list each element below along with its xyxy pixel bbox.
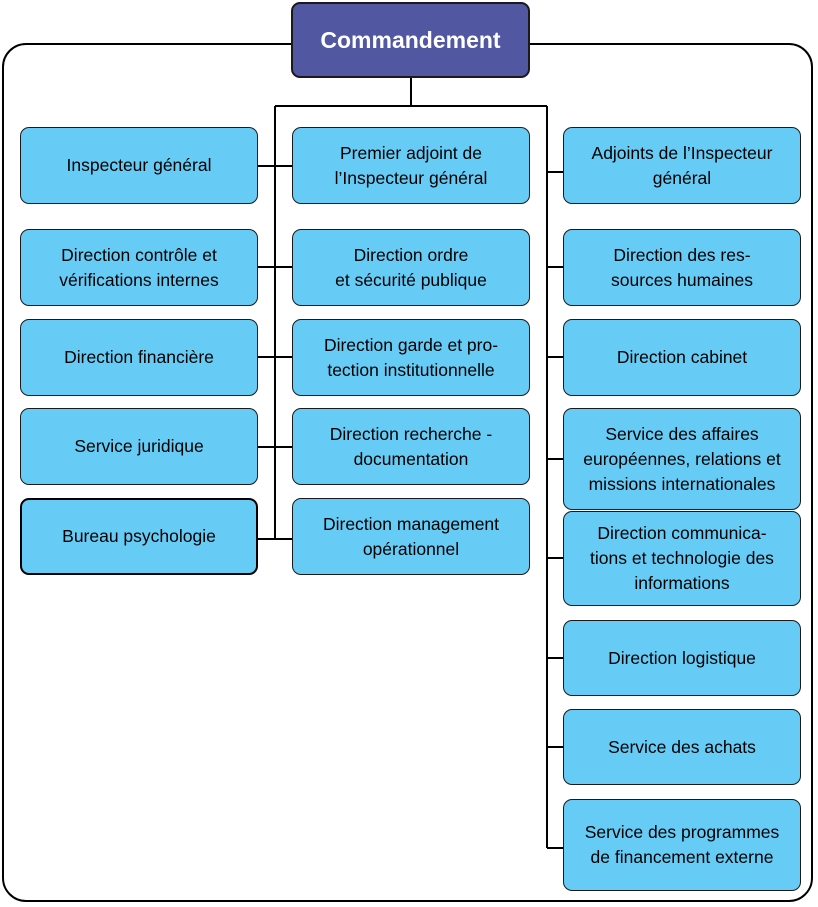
org-node-label-line: et sécurité publique — [335, 269, 487, 290]
org-node-label-line: Inspecteur général — [66, 155, 212, 175]
org-node-label: Direction communica-tions et technologie… — [590, 521, 774, 596]
org-node-label-line: de financement externe — [590, 847, 774, 867]
org-node-right-4: Service des affaires européennes, relatio… — [563, 408, 801, 510]
org-node-label: Direction financière — [64, 345, 214, 370]
org-node-label: Direction recherche - documentation — [330, 422, 492, 472]
org-node-label-line: l’Inspecteur général — [334, 167, 488, 188]
commandement-box: Commandement — [291, 2, 530, 78]
org-node-label-line: Bureau psychologie — [62, 526, 216, 546]
org-node-label-line: Direction management — [322, 513, 500, 534]
org-node-left-4: Service juridique — [20, 408, 258, 485]
org-node-right-8: Service des programmes de financement ext… — [563, 799, 801, 891]
org-node-label: Direction logistique — [608, 646, 756, 671]
org-node-label-line: Direction contrôle et — [61, 244, 217, 265]
org-node-label-line: vérifications internes — [59, 269, 219, 290]
org-node-label-line: Direction garde et pro- — [323, 334, 499, 355]
org-node-label: Direction garde et pro-tection instituti… — [324, 333, 498, 383]
org-node-left-2: Direction contrôle et vérifications inter… — [20, 229, 258, 306]
org-node-label-line: sources humaines — [610, 269, 754, 290]
org-node-label-line: documentation — [353, 448, 469, 469]
org-node-label: Direction cabinet — [617, 345, 747, 370]
org-node-left-1: Inspecteur général — [20, 127, 258, 204]
org-node-label-line: Direction ordre — [353, 244, 469, 265]
org-node-label-line: européennes, relations et — [583, 448, 781, 469]
org-node-middle-4: Direction recherche - documentation — [292, 408, 530, 485]
org-node-label-line: informations — [634, 573, 730, 593]
org-node-label-line: opérationnel — [362, 538, 460, 559]
org-node-left-3: Direction financière — [20, 319, 258, 396]
org-node-label: Service juridique — [74, 434, 203, 459]
org-node-label: Adjoints de l’Inspecteur général — [592, 141, 773, 191]
org-node-label-line: Adjoints de l’Inspecteur — [591, 142, 773, 163]
org-node-label: Direction management opérationnel — [323, 512, 499, 562]
org-node-label-line: Direction logistique — [608, 647, 756, 668]
org-node-label-line: tection institutionnelle — [327, 359, 495, 380]
org-node-middle-2: Direction ordre et sécurité publique — [292, 229, 530, 306]
org-node-label: Inspecteur général — [67, 153, 212, 178]
org-node-right-6: Direction logistique — [563, 620, 801, 696]
org-node-right-5: Direction communica-tions et technologie… — [563, 511, 801, 606]
org-node-label-line: Direction recherche - — [329, 423, 493, 444]
org-node-label: Service des achats — [608, 735, 756, 760]
org-node-label: Service des affaires européennes, relatio… — [583, 422, 781, 497]
org-node-label-line: général — [652, 167, 712, 188]
org-node-middle-3: Direction garde et pro-tection instituti… — [292, 319, 530, 396]
org-node-middle-1: Premier adjoint de l’Inspecteur général — [292, 127, 530, 204]
org-node-right-7: Service des achats — [563, 709, 801, 785]
org-node-label: Direction ordre et sécurité publique — [335, 243, 487, 293]
org-node-label-line: Service juridique — [74, 436, 204, 456]
org-node-label: Service des programmes de financement ext… — [585, 820, 780, 870]
org-node-middle-5: Direction management opérationnel — [292, 498, 530, 575]
org-node-label: Direction contrôle et vérifications inter… — [59, 243, 219, 293]
org-node-label-line: Premier adjoint de — [339, 142, 482, 163]
org-node-right-3: Direction cabinet — [563, 319, 801, 396]
org-node-label-line: missions internationales — [588, 473, 776, 494]
org-node-label: Direction des res-sources humaines — [611, 243, 753, 293]
org-node-label-line: tions et technologie des — [590, 548, 774, 568]
org-node-label-line: Direction financière — [64, 347, 214, 367]
org-node-right-2: Direction des res-sources humaines — [563, 229, 801, 306]
org-node-left-5: Bureau psychologie — [20, 498, 258, 575]
org-node-right-1: Adjoints de l’Inspecteur général — [563, 127, 801, 204]
org-node-label: Premier adjoint de l’Inspecteur général — [335, 141, 488, 191]
org-node-label-line: Direction des res- — [613, 244, 751, 265]
org-node-label-line: Service des affaires — [605, 423, 759, 444]
org-node-label-line: Service des programmes — [584, 822, 780, 842]
org-node-label: Bureau psychologie — [62, 524, 216, 549]
org-node-label-line: Direction cabinet — [616, 347, 748, 367]
org-node-label-line: Direction communica- — [597, 523, 767, 543]
org-node-label-line: Service des achats — [608, 736, 756, 757]
